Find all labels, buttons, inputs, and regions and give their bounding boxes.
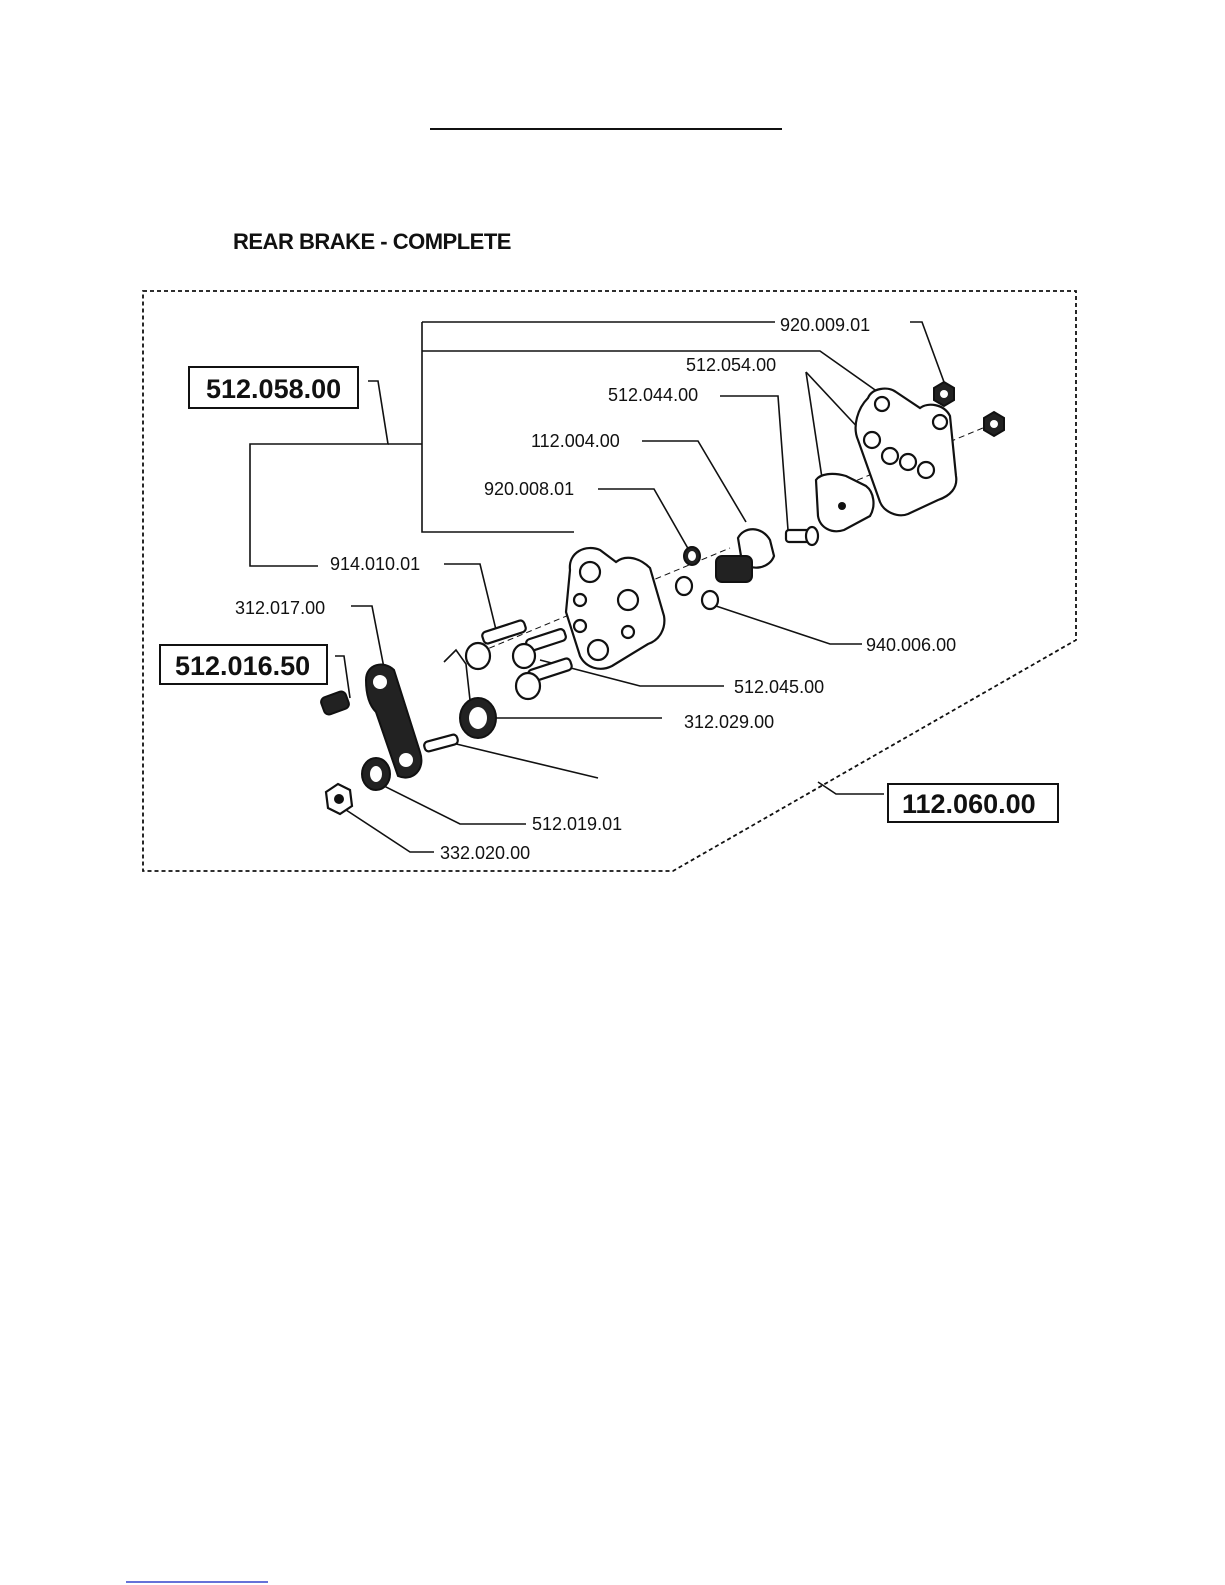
part-label-312-017-00[interactable]: 312.017.00 [235,598,325,618]
brake-pad-part [816,474,873,531]
leader-112-004-00 [642,441,746,522]
part-label-112-004-00[interactable]: 112.004.00 [531,431,620,451]
bolt-part [786,527,818,545]
nut-icon [326,784,352,814]
leader-512-054-00-c [806,372,822,478]
assembly-box-complete[interactable]: 112.060.00 [888,784,1058,822]
leader-332-020-00 [340,806,434,852]
leader-940-006-00 [716,606,862,644]
nut-icon [984,412,1004,436]
part-label-512-045-00[interactable]: 512.045.00 [734,677,824,697]
part-label-920-009-01[interactable]: 920.009.01 [780,315,870,335]
part-label-512-019-01[interactable]: 512.019.01 [532,814,622,834]
washer-part [362,758,390,790]
leader-920-008-01 [598,489,690,552]
leader-920-009-01-nut [910,322,944,382]
piston-part [716,529,774,582]
leader-512-019-01 [380,784,526,824]
bushing-part [676,577,692,595]
bracket-vertical [422,322,574,532]
leader-112-060-00 [818,782,884,794]
part-label-914-010-01[interactable]: 914.010.01 [330,554,420,574]
caliper-body-part [566,548,664,669]
leader-312-017-00 [351,606,384,668]
leader-914-010-01 [444,564,498,638]
assembly-box-link[interactable]: 512.016.50 [160,645,327,684]
bushing-part [702,591,718,609]
pin-part [423,734,458,752]
svg-text:112.060.00: 112.060.00 [902,789,1036,819]
leader-pin [448,742,598,778]
set-screw-part [320,690,351,716]
part-label-312-029-00[interactable]: 312.029.00 [684,712,774,732]
nut-icon [934,382,954,406]
part-label-512-044-00[interactable]: 512.044.00 [608,385,698,405]
part-label-512-054-00[interactable]: 512.054.00 [686,355,776,375]
part-label-920-008-01[interactable]: 920.008.01 [484,479,574,499]
diagram-title: REAR BRAKE - COMPLETE [233,229,511,254]
svg-text:512.016.50: 512.016.50 [175,651,310,681]
part-label-332-020-00[interactable]: 332.020.00 [440,843,530,863]
part-label-940-006-00[interactable]: 940.006.00 [866,635,956,655]
seal-ring-part [684,547,700,565]
svg-text:512.058.00: 512.058.00 [206,374,341,404]
leader-512-044-00 [720,396,788,530]
assembly-box-main[interactable]: 512.058.00 [189,367,358,408]
